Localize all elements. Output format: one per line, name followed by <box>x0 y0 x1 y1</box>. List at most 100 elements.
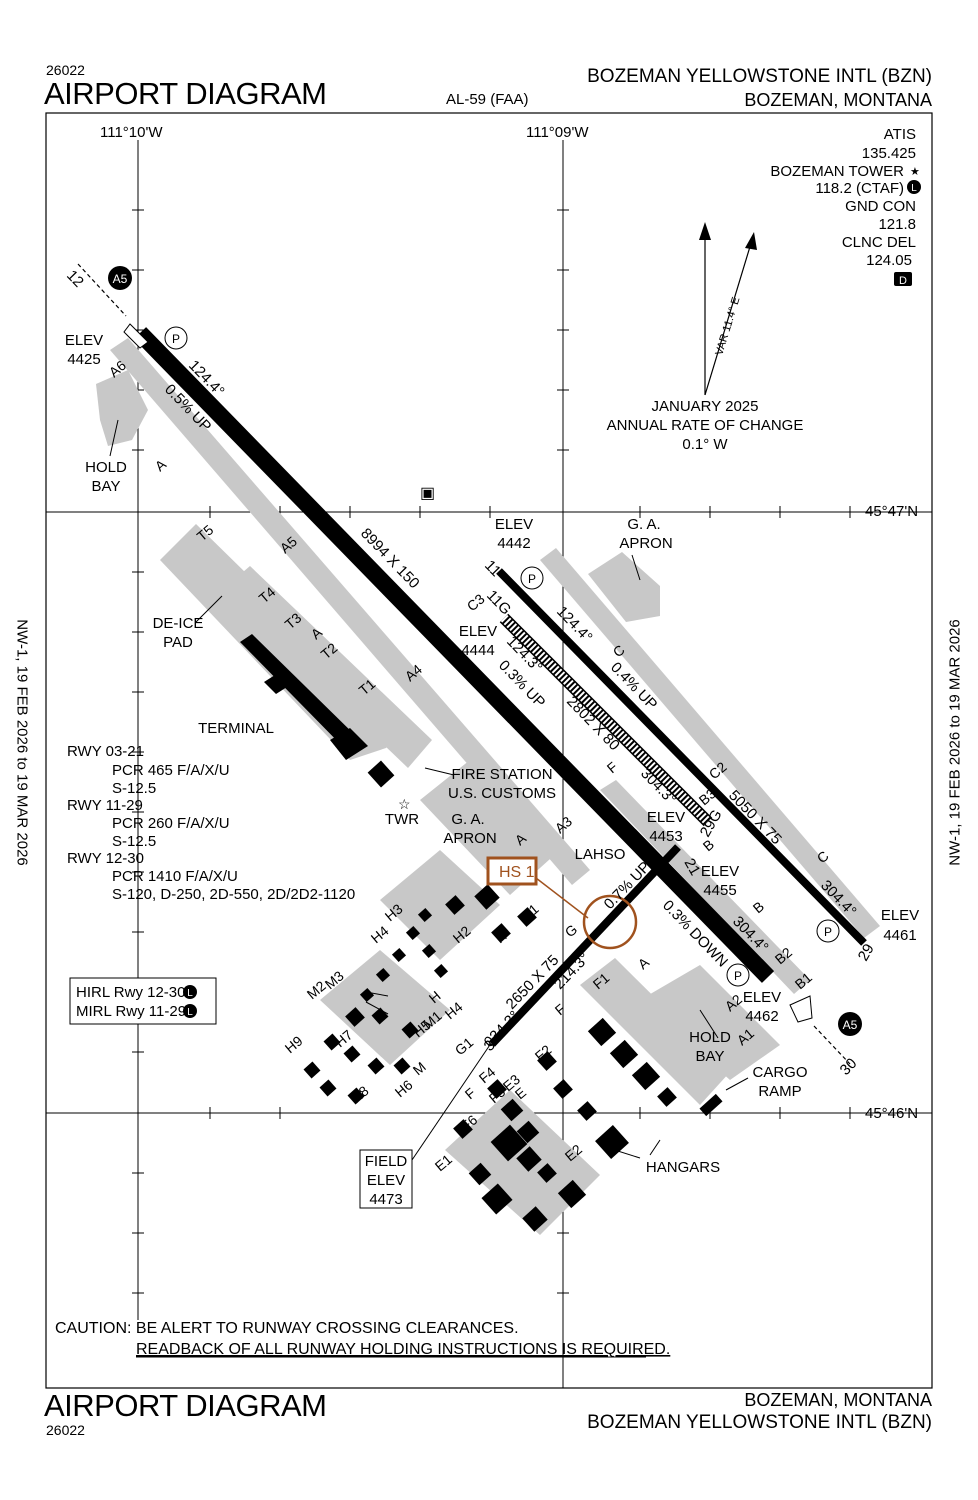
svg-text:GND CON: GND CON <box>845 198 916 215</box>
svg-text:TERMINAL: TERMINAL <box>198 720 274 737</box>
magnetic-north-arrow <box>745 232 757 250</box>
svg-text:P: P <box>172 332 180 346</box>
svg-text:H6: H6 <box>392 1076 416 1100</box>
lighting-line2: MIRL Rwy 11-29 <box>76 1003 186 1020</box>
svg-text:A: A <box>635 954 653 973</box>
svg-text:P: P <box>824 925 832 939</box>
svg-text:PCR 260 F/A/X/U: PCR 260 F/A/X/U <box>112 815 230 832</box>
svg-text:ELEV: ELEV <box>65 332 103 349</box>
badge-l-icon <box>907 180 921 194</box>
svg-text:135.425: 135.425 <box>862 145 916 162</box>
hold-bay-south <box>640 965 780 1080</box>
star-icon: ★ <box>910 166 920 178</box>
svg-text:HOLD: HOLD <box>689 1029 731 1046</box>
svg-text:ELEV: ELEV <box>881 907 919 924</box>
svg-text:11G: 11G <box>483 587 514 618</box>
svg-text:ELEV: ELEV <box>701 863 739 880</box>
svg-text:124.05: 124.05 <box>866 252 912 269</box>
svg-text:4442: 4442 <box>497 535 530 552</box>
svg-text:118.2 (CTAF): 118.2 (CTAF) <box>815 180 904 197</box>
svg-text:DE-ICE: DE-ICE <box>153 615 204 632</box>
svg-text:RWY 03-21: RWY 03-21 <box>67 743 144 760</box>
svg-text:G: G <box>562 921 581 940</box>
mag-rate-label: ANNUAL RATE OF CHANGE <box>607 417 804 434</box>
ga-apron-north <box>588 552 660 622</box>
svg-text:S-120, D-250, 2D-550, 2D/2D2-1: S-120, D-250, 2D-550, 2D/2D2-1120 <box>112 886 355 903</box>
mag-date: JANUARY 2025 <box>651 398 758 415</box>
svg-text:L: L <box>187 988 193 999</box>
a5-marker-north <box>108 266 132 290</box>
city-state: BOZEMAN, MONTANA <box>744 90 932 110</box>
svg-text:APRON: APRON <box>619 535 672 552</box>
svg-text:P: P <box>734 969 742 983</box>
caution-line2: READBACK OF ALL RUNWAY HOLDING INSTRUCTI… <box>136 1341 670 1358</box>
svg-text:P: P <box>528 572 536 586</box>
map-frame <box>45 112 933 1389</box>
svg-text:G. A.: G. A. <box>451 811 484 828</box>
beacon-icon: ▣ <box>420 485 435 502</box>
svg-text:CARGO: CARGO <box>752 1064 807 1081</box>
svg-text:4453: 4453 <box>649 828 682 845</box>
svg-text:4462: 4462 <box>745 1008 778 1025</box>
svg-text:L: L <box>911 183 917 194</box>
comms-block: ATIS 135.425 BOZEMAN TOWER 118.2 (CTAF) … <box>770 126 916 269</box>
svg-text:F: F <box>552 1001 569 1019</box>
svg-text:D: D <box>899 275 907 287</box>
threshold-12 <box>123 323 149 349</box>
svg-text:4444: 4444 <box>461 642 494 659</box>
lighting-badge-l2-icon <box>183 1004 197 1018</box>
svg-text:A: A <box>152 456 170 475</box>
field-elev-box <box>359 1149 413 1209</box>
lon-east-label: 111°09'W <box>526 124 589 141</box>
chart-number: AL-59 (FAA) <box>446 91 529 108</box>
svg-text:BAY: BAY <box>92 478 121 495</box>
true-north-arrow <box>699 222 711 240</box>
footer-chart-id: 26022 <box>46 1422 85 1438</box>
svg-text:APRON: APRON <box>443 830 496 847</box>
svg-text:F: F <box>462 1085 479 1103</box>
hangar-area-h <box>380 850 500 960</box>
lat-north-label: 45°47'N <box>865 503 918 520</box>
runway-12-30 <box>133 327 775 983</box>
a5-marker-south <box>838 1012 862 1036</box>
svg-text:RWY 12-30: RWY 12-30 <box>67 850 144 867</box>
svg-text:H9: H9 <box>282 1032 306 1056</box>
terminal-building <box>240 634 360 752</box>
mag-var: VAR 11.4° E <box>713 296 742 357</box>
caution-line1: CAUTION: BE ALERT TO RUNWAY CROSSING CLE… <box>55 1320 519 1337</box>
runway-11g-29g-fill <box>500 614 712 826</box>
svg-text:F: F <box>604 759 621 777</box>
buildings <box>240 634 723 1232</box>
svg-text:HANGARS: HANGARS <box>646 1159 720 1176</box>
footer-airport-name: BOZEMAN YELLOWSTONE INTL (BZN) <box>587 1412 932 1433</box>
svg-text:FIRE STATION: FIRE STATION <box>451 766 552 783</box>
svg-text:ELEV: ELEV <box>367 1172 405 1189</box>
svg-text:PCR 465 F/A/X/U: PCR 465 F/A/X/U <box>112 762 230 779</box>
runway-11-29 <box>496 568 867 946</box>
lighting-line1: HIRL Rwy 12-30 <box>76 984 185 1001</box>
svg-text:B: B <box>700 836 717 854</box>
svg-text:30: 30 <box>837 1055 861 1079</box>
svg-text:LAHSO: LAHSO <box>575 846 626 863</box>
svg-text:G1: G1 <box>452 1034 477 1058</box>
magnetic-north-arrows <box>699 222 757 396</box>
svg-text:G. A.: G. A. <box>627 516 660 533</box>
svg-text:ELEV: ELEV <box>495 516 533 533</box>
lon-west-label: 111°10'W <box>100 124 163 141</box>
chart-title: AIRPORT DIAGRAM <box>44 76 327 111</box>
svg-text:B: B <box>750 898 767 916</box>
lighting-badge-l-icon <box>183 985 197 999</box>
svg-text:H8: H8 <box>348 1082 372 1106</box>
hotspot-leader <box>535 877 589 919</box>
svg-text:ELEV: ELEV <box>647 809 685 826</box>
taxiway-c-pavement <box>540 548 880 938</box>
svg-text:TWR: TWR <box>385 811 419 828</box>
svg-text:ELEV: ELEV <box>743 989 781 1006</box>
svg-text:H4: H4 <box>442 998 466 1022</box>
mag-rate: 0.1° W <box>682 436 728 453</box>
svg-text:A5: A5 <box>113 272 128 286</box>
footer-title: AIRPORT DIAGRAM <box>44 1388 327 1423</box>
svg-text:FIELD: FIELD <box>365 1153 408 1170</box>
svg-text:CLNC DEL: CLNC DEL <box>842 234 916 251</box>
